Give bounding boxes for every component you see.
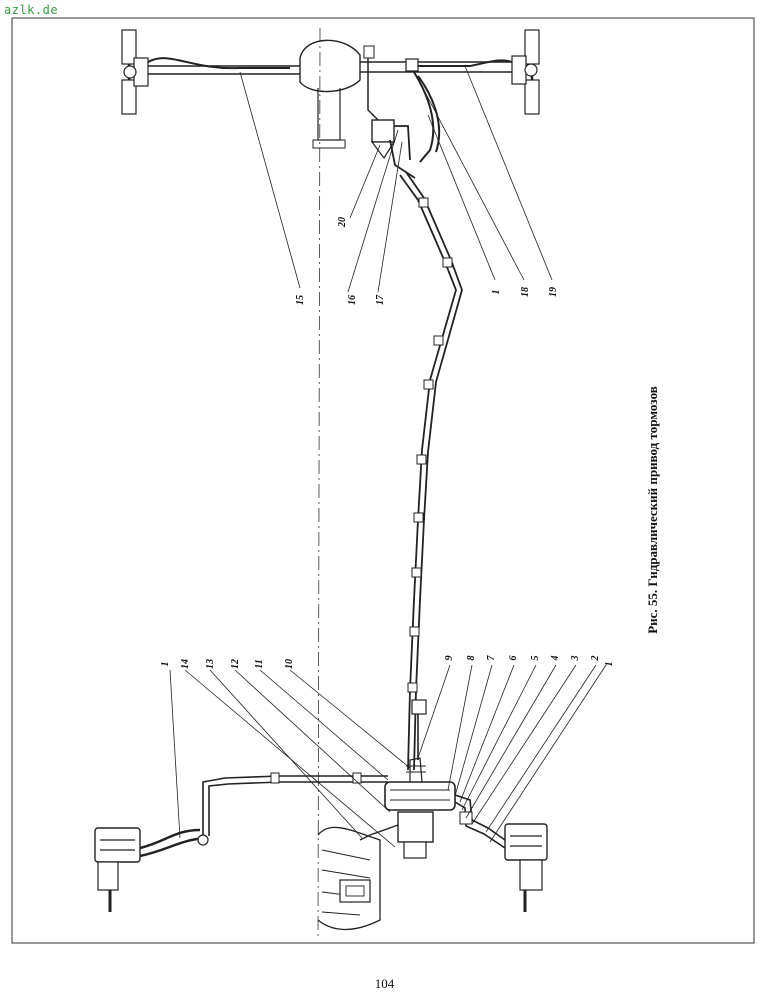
figure-caption: Рис. 55. Гидравлический привод тормозов	[645, 386, 660, 634]
callout-label: 1	[491, 290, 502, 295]
callout-label: 11	[254, 659, 265, 668]
callout-label: 4	[550, 656, 561, 662]
callout-label: 19	[548, 287, 559, 297]
callout-label: 20	[337, 217, 348, 228]
front-right-brake	[504, 823, 548, 912]
callout-label: 8	[466, 656, 477, 661]
watermark: azlk.de	[4, 3, 59, 17]
callout-label: 16	[347, 295, 358, 305]
rear-axle	[121, 29, 540, 179]
front-left-brake	[94, 827, 141, 912]
master-cylinder	[384, 699, 456, 859]
callout-label: 3	[570, 656, 581, 662]
callout-label: 13	[205, 659, 216, 669]
callout-label: 1	[160, 662, 171, 667]
callout-label: 1	[604, 662, 615, 667]
callout-label: 6	[508, 656, 519, 661]
callout-label: 14	[180, 659, 191, 669]
rear-callouts: 15 16 17 20 1 18 19	[295, 217, 559, 305]
pressure-regulator	[363, 45, 416, 179]
callout-label: 5	[530, 656, 541, 661]
front-callouts: 1 14 13 12 11 10 9 8 7 6 5 4 3 2 1	[160, 655, 615, 670]
callout-label: 12	[230, 659, 241, 669]
page-number: 104	[374, 976, 395, 991]
rear-right-wheel-brake	[511, 29, 540, 115]
callout-label: 2	[590, 656, 601, 662]
front-brakes	[94, 699, 548, 931]
rear-left-wheel-brake	[121, 29, 149, 115]
callout-label: 17	[375, 294, 386, 305]
callout-label: 10	[284, 659, 295, 669]
callout-label: 15	[295, 295, 306, 305]
callout-label: 9	[444, 656, 455, 661]
callout-label: 7	[486, 655, 497, 661]
page-border	[11, 17, 755, 944]
main-brake-pipe	[399, 171, 463, 771]
callout-label: 18	[520, 287, 531, 297]
leader-lines	[169, 65, 607, 848]
centerline	[317, 27, 321, 941]
